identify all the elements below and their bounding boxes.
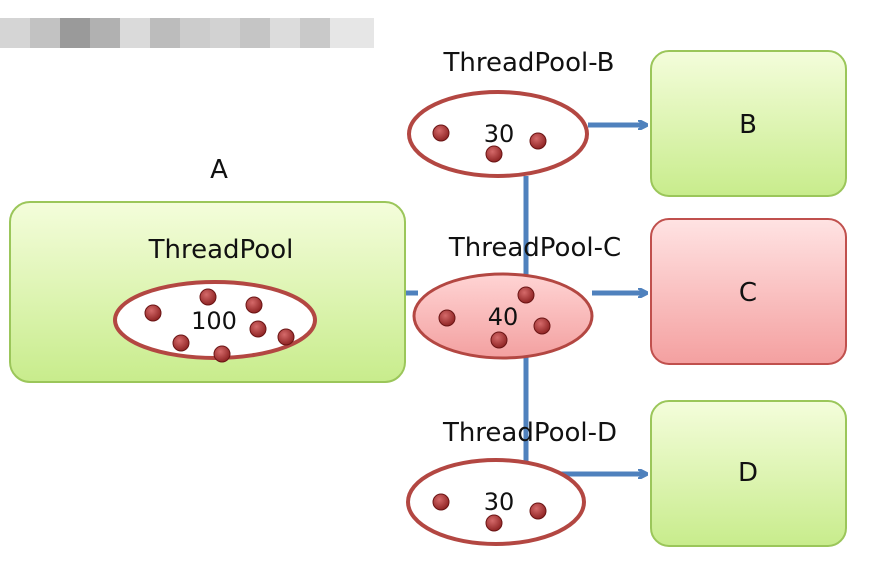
- service-a-threads: [144, 288, 295, 363]
- thread-dot: [172, 334, 190, 352]
- thread-dot: [277, 328, 295, 346]
- thread-dot: [517, 286, 535, 304]
- service-a-label: A: [210, 155, 228, 185]
- threadpool-b-ellipse: [407, 90, 589, 178]
- thread-dot: [245, 296, 263, 314]
- service-d: D: [650, 400, 847, 547]
- threadpool-b: ThreadPool-B 30: [407, 48, 615, 178]
- threadpool-d-size: 30: [484, 488, 515, 516]
- thread-dot: [144, 304, 162, 322]
- service-d-box: [650, 400, 847, 547]
- thread-dot: [529, 132, 547, 150]
- service-b: B: [650, 50, 847, 197]
- thread-dot: [432, 493, 450, 511]
- threadpool-c: ThreadPool-C 40: [412, 233, 621, 360]
- threadpool-c-size: 40: [488, 303, 519, 331]
- thread-dot: [485, 145, 503, 163]
- threadpool-d-ellipse: [406, 458, 586, 546]
- service-c: C: [650, 218, 847, 365]
- thread-dot: [432, 124, 450, 142]
- threadpool-c-ellipse: [412, 272, 594, 360]
- threadpool-b-size: 30: [484, 120, 515, 148]
- thread-dot: [529, 502, 547, 520]
- service-d-label: D: [738, 458, 758, 488]
- threadpool-b-label: ThreadPool-B: [443, 48, 615, 78]
- service-a: A ThreadPool 100: [9, 155, 406, 383]
- thread-dot: [490, 331, 508, 349]
- service-a-threadpool-size: 100: [191, 307, 237, 335]
- thread-dot: [213, 345, 231, 363]
- obscured-header-strip: [0, 18, 374, 48]
- service-c-label: C: [739, 278, 757, 308]
- threadpool-c-label: ThreadPool-C: [448, 233, 621, 263]
- thread-dot: [438, 309, 456, 327]
- thread-dot: [199, 288, 217, 306]
- threadpool-d: ThreadPool-D 30: [406, 418, 617, 546]
- thread-dot: [533, 317, 551, 335]
- thread-dot: [249, 320, 267, 338]
- service-c-box: [650, 218, 847, 365]
- service-b-box: [650, 50, 847, 197]
- service-b-label: B: [739, 110, 757, 140]
- threadpool-d-label: ThreadPool-D: [442, 418, 617, 448]
- service-a-threadpool-label: ThreadPool: [148, 235, 294, 265]
- thread-dot: [485, 514, 503, 532]
